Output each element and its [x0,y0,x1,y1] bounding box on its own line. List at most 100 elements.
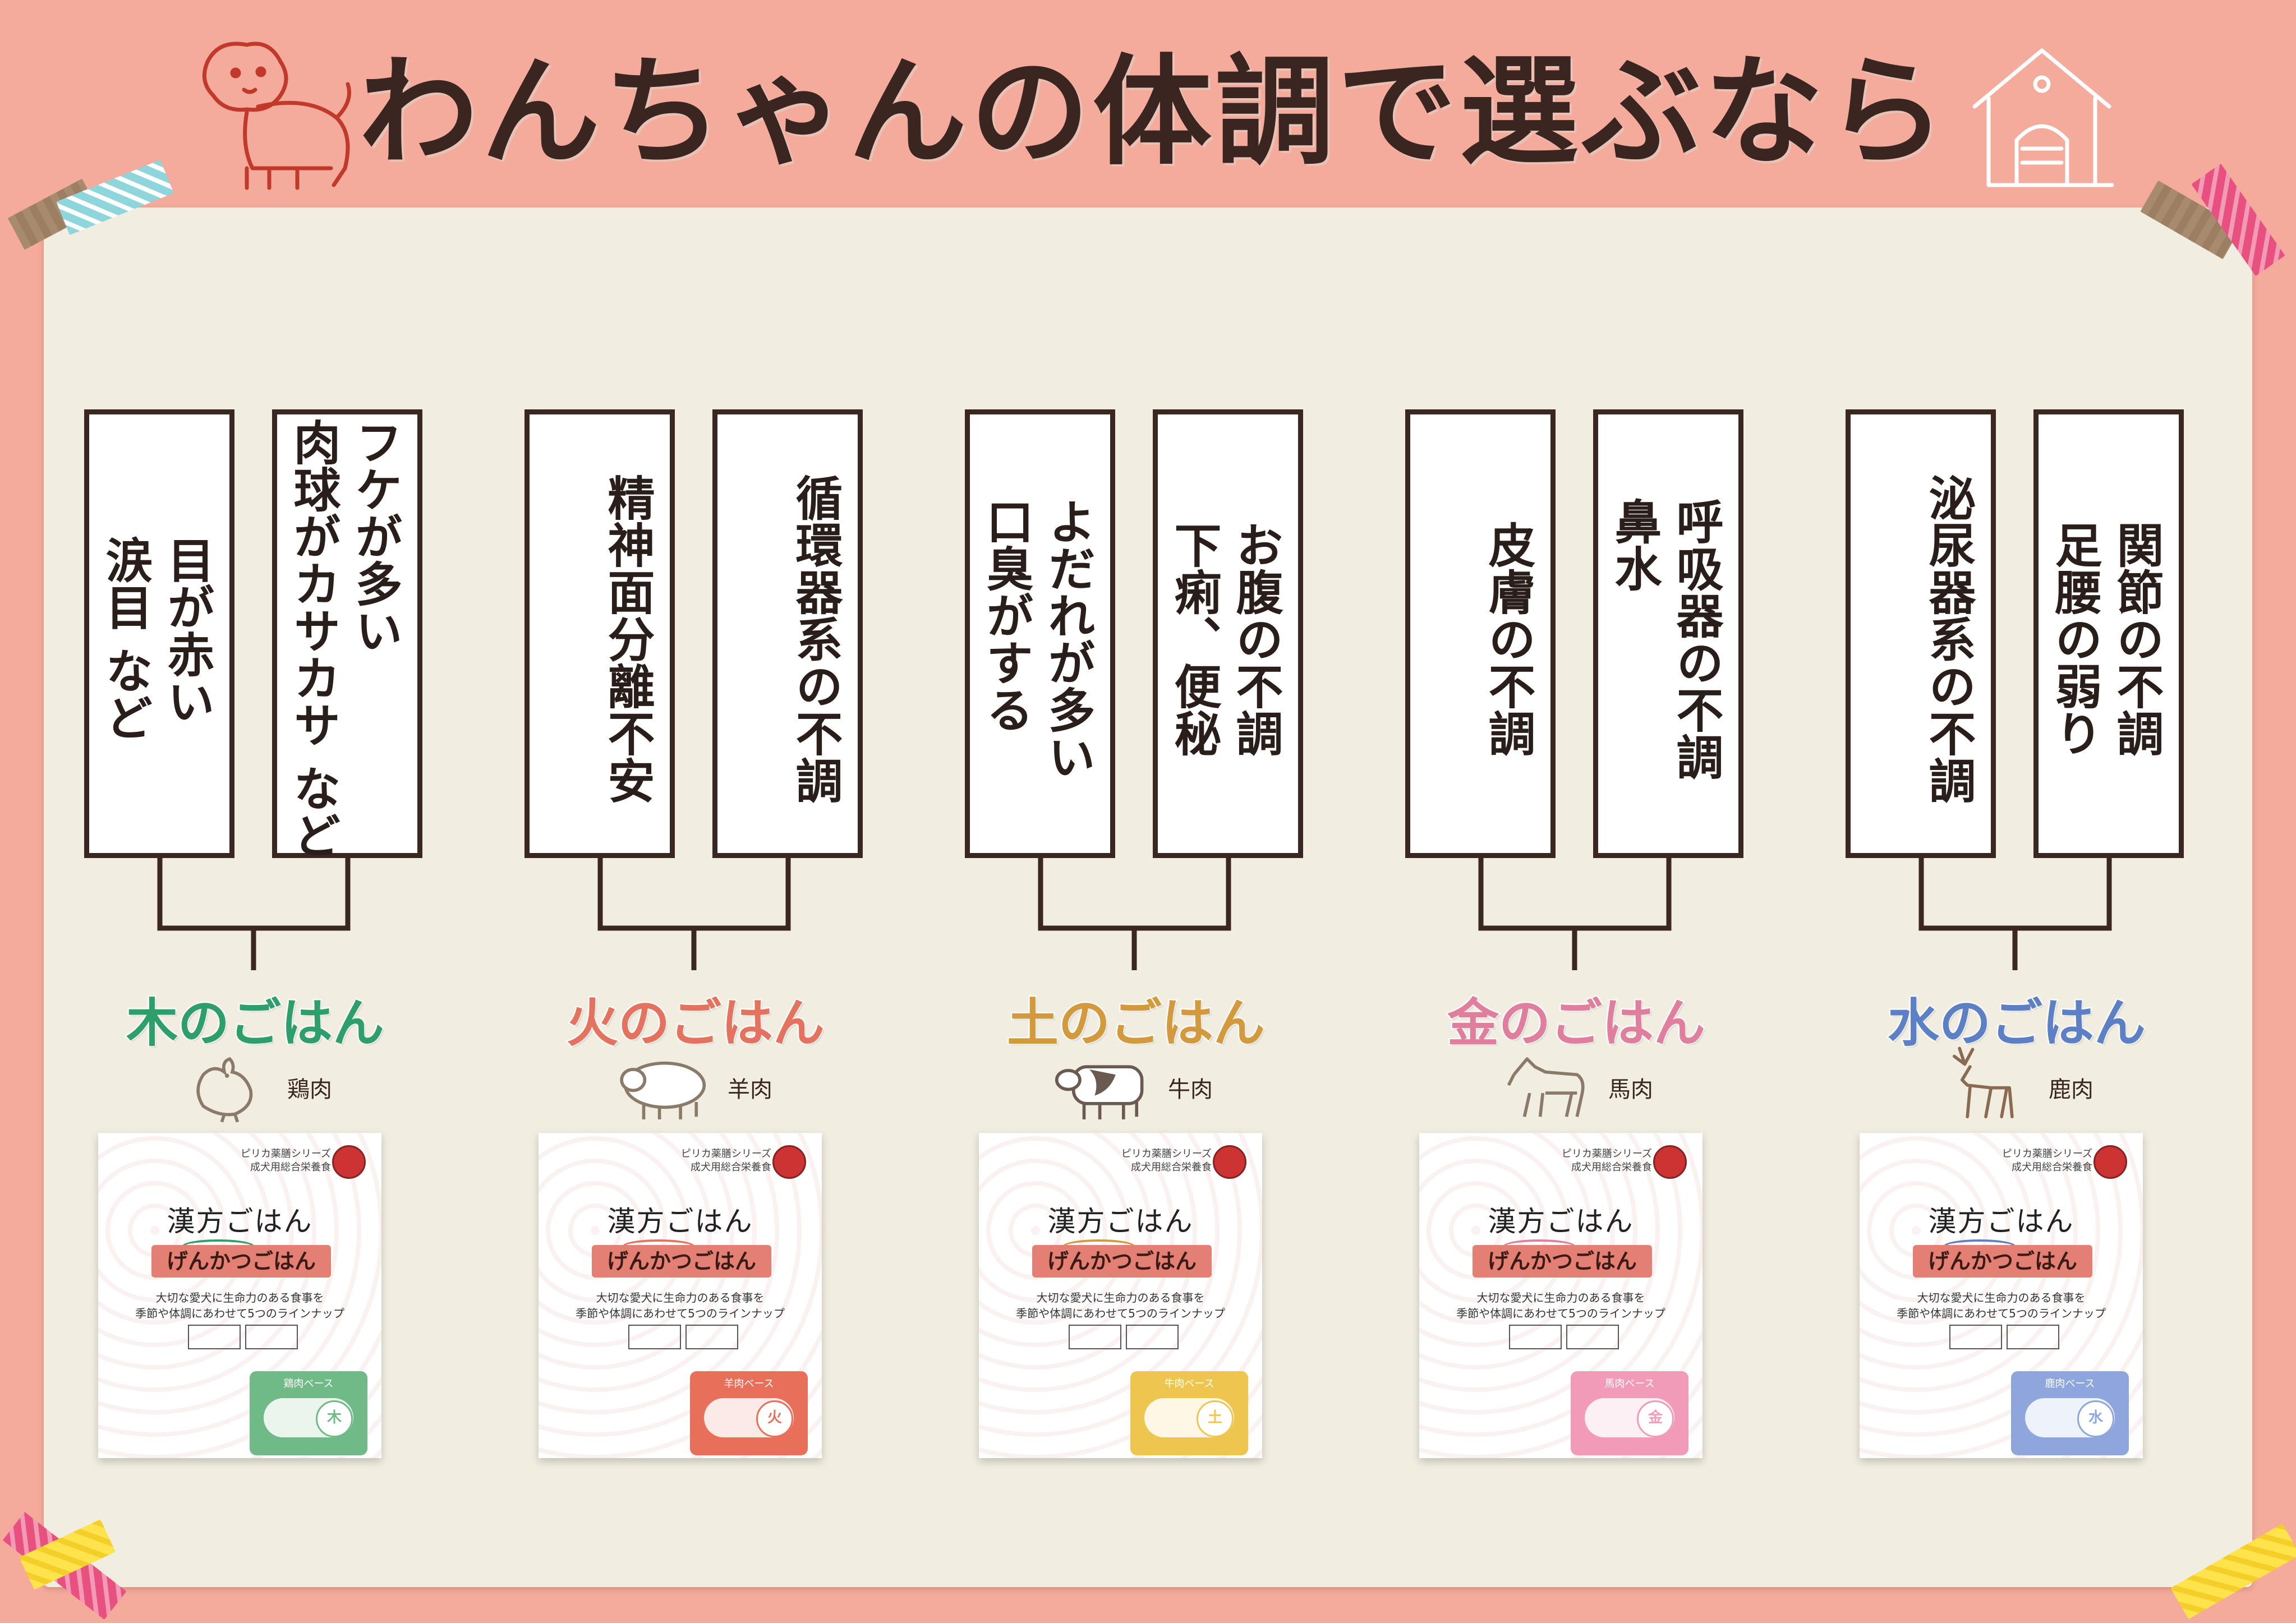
package-mini-label [1069,1325,1121,1349]
brand-seal-icon [2093,1145,2127,1179]
gohan-label: 土のごはん [1006,992,1266,1054]
symptom-box: 目が赤い 涙目 など [84,409,234,858]
symptom-box: 皮膚の不調 [1405,409,1556,858]
package-brand: げんかつごはん [592,1245,771,1278]
brand-seal-icon [772,1145,806,1179]
symptom-text: お腹の不調 下痢、便秘 [1167,521,1283,757]
sheep-icon [620,1061,706,1119]
package-brand: げんかつごはん [151,1245,331,1278]
base-label: 羊肉ベース [724,1378,774,1390]
connector-lines [597,858,791,970]
base-panel: 羊肉ベース火 [690,1371,808,1455]
gohan-label: 火のごはん [565,992,826,1054]
cow-icon [1055,1065,1144,1119]
package-description: 大切な愛犬に生命力のある食事を季節や体調にあわせて5つのラインナップ [1016,1291,1225,1320]
package-brand: げんかつごはん [1473,1245,1652,1278]
brand-seal-icon [332,1145,366,1179]
package-brand: げんかつごはん [1032,1245,1212,1278]
package-description: 大切な愛犬に生命力のある食事を季節や体調にあわせて5つのラインナップ [1897,1291,2106,1320]
symptom-text: 泌尿器系の不調 [1921,474,1976,804]
package-brand: げんかつごはん [1913,1245,2092,1278]
dog-icon [202,42,351,190]
package-name: 漢方ごはん [1488,1205,1634,1238]
base-label: 鹿肉ベース [2045,1378,2095,1390]
element-badge: 土 [1197,1400,1234,1437]
group-4: 皮膚の不調呼吸器の不調 鼻水金のごはん馬肉ピリカ薬膳シリーズ成犬用総合栄養食漢方… [1405,409,1826,1475]
package-name: 漢方ごはん [607,1205,753,1238]
gohan-label: 木のごはん [125,992,385,1054]
base-label: 鶏肉ベース [283,1378,334,1390]
symptom-box: 呼吸器の不調 鼻水 [1593,409,1743,858]
page-title: わんちゃんの体調で選ぶなら [359,43,1949,181]
symptom-box: フケが多い 肉球がカサカサ など [272,409,422,859]
symptom-box: 関節の不調 足腰の弱り [2033,409,2184,858]
base-panel: 馬肉ベース金 [1571,1371,1688,1455]
symptom-text: 呼吸器の不調 鼻水 [1607,497,1724,780]
product-package: ピリカ薬膳シリーズ成犬用総合栄養食漢方ごはんげんかつごはん大切な愛犬に生命力のあ… [98,1133,381,1458]
package-series: ピリカ薬膳シリーズ成犬用総合栄養食 [680,1148,771,1173]
package-mini-label [188,1325,241,1349]
package-name: 漢方ごはん [1047,1205,1194,1238]
product-package: ピリカ薬膳シリーズ成犬用総合栄養食漢方ごはんげんかつごはん大切な愛犬に生命力のあ… [979,1133,1262,1458]
symptom-text: 循環器系の不調 [788,474,843,804]
element-badge: 火 [756,1400,793,1437]
base-panel: 鹿肉ベース水 [2011,1371,2129,1455]
brand-seal-icon [1653,1145,1687,1179]
element-badge: 金 [1637,1400,1674,1437]
package-series: ピリカ薬膳シリーズ成犬用総合栄養食 [240,1148,331,1173]
group-5: 泌尿器系の不調関節の不調 足腰の弱り水のごはん鹿肉ピリカ薬膳シリーズ成犬用総合栄… [1846,409,2266,1475]
horse-icon [1507,1057,1585,1117]
group-2: 精神面分離不安 循環器系の不調火のごはん羊肉ピリカ薬膳シリーズ成犬用総合栄養食漢方… [524,409,945,1475]
meat-label: 鹿肉 [2049,1077,2093,1103]
brand-seal-icon [1213,1145,1246,1179]
symptom-text: 皮膚の不調 [1481,521,1536,757]
package-description: 大切な愛犬に生命力のある食事を季節や体調にあわせて5つのラインナップ [576,1291,785,1320]
symptom-text: よだれが多い 口臭がする [979,497,1096,780]
base-panel: 鶏肉ベース木 [250,1371,367,1455]
group-1: 目が赤い 涙目 などフケが多い 肉球がカサカサ など木のごはん鶏肉ピリカ薬膳シリ… [84,409,505,1475]
connector-lines [1038,858,1231,970]
package-mini-label [1509,1325,1562,1349]
base-label: 馬肉ベース [1604,1378,1655,1390]
package-series: ピリカ薬膳シリーズ成犬用総合栄養食 [2001,1148,2092,1173]
symptom-box: お腹の不調 下痢、便秘 [1153,409,1303,858]
base-panel: 牛肉ベース土 [1130,1371,1248,1455]
group-3: よだれが多い 口臭がするお腹の不調 下痢、便秘土のごはん牛肉ピリカ薬膳シリーズ成… [965,409,1386,1475]
package-series: ピリカ薬膳シリーズ成犬用総合栄養食 [1561,1148,1652,1173]
symptom-text: フケが多い 肉球がカサカサ など [286,418,403,859]
symptom-box: 泌尿器系の不調 [1846,409,1996,858]
element-badge: 水 [2077,1400,2114,1437]
base-label: 牛肉ベース [1164,1378,1214,1390]
symptom-box: よだれが多い 口臭がする [965,409,1115,858]
connector-lines [157,858,351,970]
connector-lines [1918,858,2112,970]
package-name: 漢方ごはん [1928,1205,2074,1238]
meat-label: 鶏肉 [287,1077,332,1103]
dog-house-icon [1972,48,2114,187]
symptom-text: 精神面分離不安 [600,474,655,804]
package-mini-label [628,1325,681,1349]
element-badge: 木 [316,1400,353,1437]
package-series: ピリカ薬膳シリーズ成犬用総合栄養食 [1121,1148,1212,1173]
meat-label: 羊肉 [728,1077,772,1103]
product-package: ピリカ薬膳シリーズ成犬用総合栄養食漢方ごはんげんかつごはん大切な愛犬に生命力のあ… [1419,1133,1703,1458]
meat-label: 牛肉 [1168,1077,1213,1103]
symptom-box: 循環器系の不調 [712,409,863,858]
package-mini-label [1566,1325,1619,1349]
package-mini-label [2007,1325,2059,1349]
connector-lines [1478,858,1672,970]
deer-icon [1952,1046,2014,1119]
package-mini-label [245,1325,298,1349]
symptom-box: 精神面分離不安 [524,409,675,858]
package-description: 大切な愛犬に生命力のある食事を季節や体調にあわせて5つのラインナップ [1456,1291,1665,1320]
package-mini-label [685,1325,738,1349]
symptom-text: 目が赤い 涙目 など [98,536,215,741]
symptom-text: 関節の不調 足腰の弱り [2047,521,2164,757]
meat-label: 馬肉 [1608,1077,1653,1103]
chicken-icon [196,1057,253,1123]
package-mini-label [1949,1325,2002,1349]
package-name: 漢方ごはん [167,1205,313,1238]
package-description: 大切な愛犬に生命力のある食事を季節や体調にあわせて5つのラインナップ [135,1291,344,1320]
package-mini-label [1126,1325,1179,1349]
